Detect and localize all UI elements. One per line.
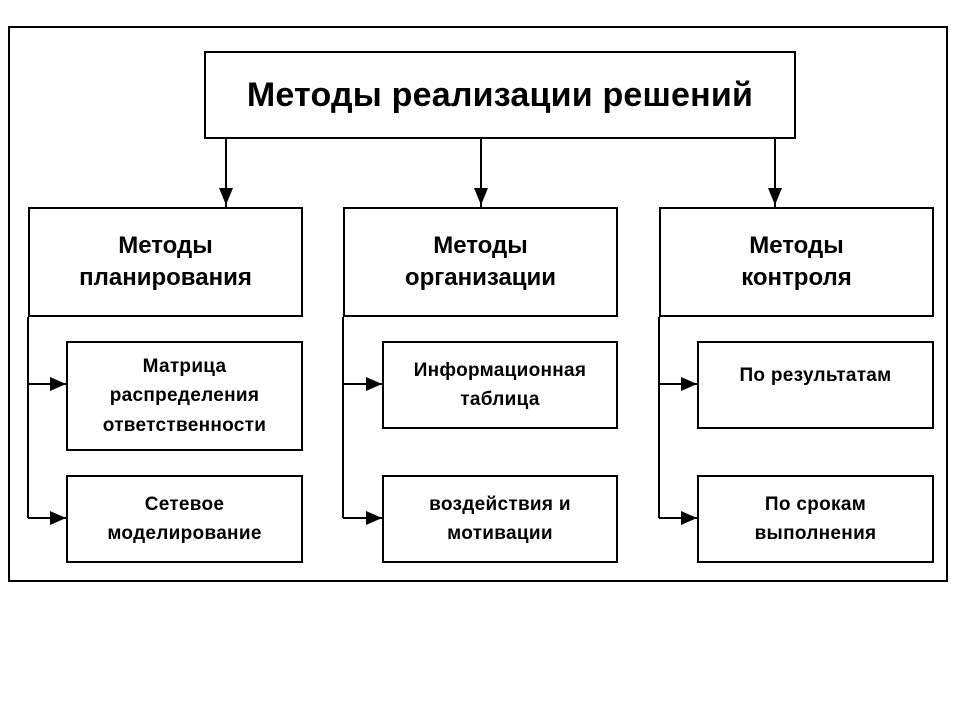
category-planning: Методы планирования xyxy=(28,207,303,317)
category-control: Методы контроля xyxy=(659,207,934,317)
category-label: Методы планирования xyxy=(79,231,252,291)
method-label: Сетевое моделирование xyxy=(107,493,262,544)
method-by-results: По результатам xyxy=(697,341,934,429)
category-label: Методы контроля xyxy=(741,231,852,291)
title-box: Методы реализации решений xyxy=(204,51,796,139)
diagram-title: Методы реализации решений xyxy=(246,75,754,114)
method-by-deadlines: По срокам выполнения xyxy=(697,475,934,563)
method-label: По срокам выполнения xyxy=(754,493,877,544)
diagram-frame xyxy=(8,26,948,582)
method-responsibility-matrix: Матрица распределения ответственности xyxy=(66,341,303,451)
method-label: Информационная таблица xyxy=(413,359,587,410)
category-label: Методы организации xyxy=(404,231,557,291)
method-label: воздействия и мотивации xyxy=(429,493,571,544)
method-influence-motivation: воздействия и мотивации xyxy=(382,475,618,563)
method-information-table: Информационная таблица xyxy=(382,341,618,429)
category-organization: Методы организации xyxy=(343,207,618,317)
method-label: Матрица распределения ответственности xyxy=(102,355,267,436)
method-network-modeling: Сетевое моделирование xyxy=(66,475,303,563)
method-label: По результатам xyxy=(739,365,892,386)
